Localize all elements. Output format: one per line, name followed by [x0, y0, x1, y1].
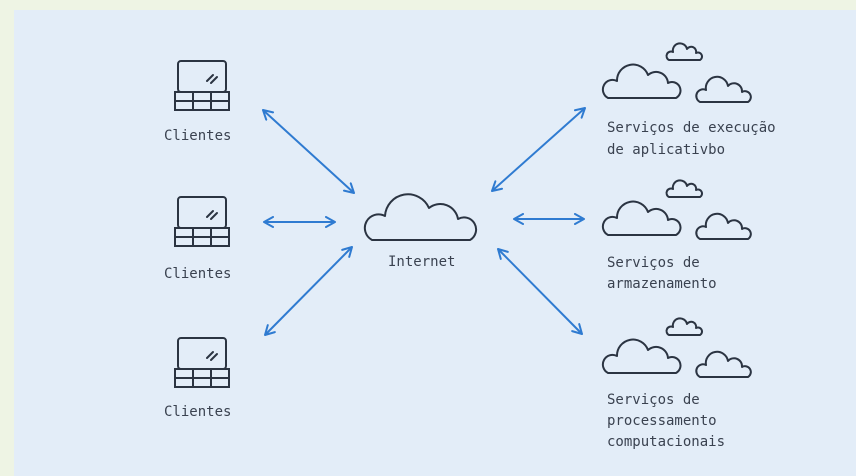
internet-label: Internet: [388, 254, 456, 270]
cloud-cluster-icon: [601, 317, 752, 378]
cloud-cluster-icon: [601, 42, 752, 103]
arrow-client-3-internet: [264, 246, 353, 336]
client-label: Clientes: [164, 404, 232, 420]
laptop-icon: [174, 337, 230, 388]
service-label-line1: Serviços de: [607, 255, 700, 271]
arrow-internet-service-3: [497, 247, 583, 335]
laptop-icon: [174, 60, 230, 111]
arrow-client-1-internet: [262, 109, 355, 194]
cloud-cluster-icon: [601, 179, 752, 240]
service-label-line2: armazenamento: [607, 276, 717, 292]
service-label-line1: Serviços de execução: [607, 120, 776, 136]
arrow-internet-service-1: [491, 107, 586, 192]
service-label-line2: processamento: [607, 413, 717, 429]
service-label-line3: computacionais: [607, 434, 726, 450]
laptop-icon: [174, 196, 230, 247]
service-label-line1: Serviços de: [607, 392, 700, 408]
client-label: Clientes: [164, 266, 232, 282]
service-label-line2: de aplicativbo: [607, 142, 726, 158]
client-label: Clientes: [164, 128, 232, 144]
cloud-icon: [363, 193, 478, 241]
diagram-panel: [14, 10, 856, 476]
